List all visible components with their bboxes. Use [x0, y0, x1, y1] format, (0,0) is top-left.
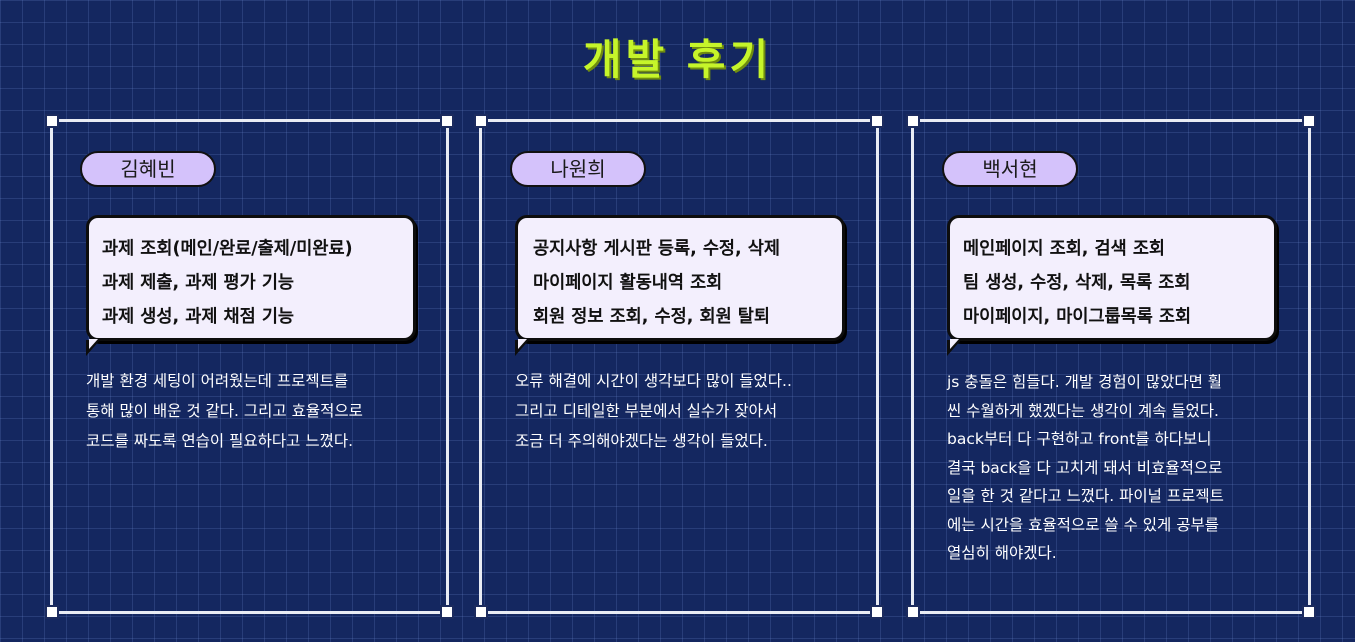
task-speech-bubble: 공지사항 게시판 등록, 수정, 삭제 마이페이지 활동내역 조회 회원 정보 … — [515, 215, 845, 356]
corner-handle — [474, 114, 488, 128]
review-line: 씬 수월하게 했겠다는 생각이 계속 들었다. — [947, 401, 1219, 420]
review-line: 결국 back을 다 고치게 돼서 비효율적으로 — [947, 458, 1223, 477]
corner-handle — [906, 605, 920, 619]
review-line: 일을 한 것 같다고 느꼈다. 파이널 프로젝트 — [947, 487, 1224, 505]
corner-handle — [906, 114, 920, 128]
task-line: 팀 생성, 수정, 삭제, 목록 조회 — [963, 273, 1191, 293]
corner-handle — [1302, 114, 1316, 128]
review-line: 그리고 디테일한 부분에서 실수가 잦아서 — [515, 402, 778, 420]
task-line: 과제 조회(메인/완료/출제/미완료) — [102, 239, 353, 259]
review-card-2: 나원희 공지사항 게시판 등록, 수정, 삭제 마이페이지 활동내역 조회 회원… — [474, 114, 884, 619]
review-text: 오류 해결에 시간이 생각보다 많이 들었다.. 그리고 디테일한 부분에서 실… — [515, 366, 866, 456]
corner-handle — [45, 114, 59, 128]
corner-handle — [440, 114, 454, 128]
task-line: 메인페이지 조회, 검색 조회 — [963, 239, 1166, 259]
review-card-3: 백서현 메인페이지 조회, 검색 조회 팀 생성, 수정, 삭제, 목록 조회 … — [906, 114, 1316, 619]
task-line: 공지사항 게시판 등록, 수정, 삭제 — [533, 239, 780, 259]
review-line: back부터 다 구현하고 front를 하다보니 — [947, 430, 1212, 448]
review-line: 오류 해결에 시간이 생각보다 많이 들었다.. — [515, 372, 792, 390]
task-speech-bubble: 과제 조회(메인/완료/출제/미완료) 과제 제출, 과제 평가 기능 과제 생… — [86, 215, 416, 356]
review-line: 조금 더 주의해야겠다는 생각이 들었다. — [515, 432, 768, 450]
corner-handle — [870, 605, 884, 619]
task-line: 과제 제출, 과제 평가 기능 — [102, 273, 295, 293]
review-line: 에는 시간을 효율적으로 쓸 수 있게 공부를 — [947, 515, 1219, 534]
review-text: js 충돌은 힘들다. 개발 경험이 많았다면 훨 씬 수월하게 했겠다는 생각… — [947, 368, 1298, 568]
task-line: 마이페이지, 마이그룹목록 조회 — [963, 307, 1192, 327]
task-speech-bubble: 메인페이지 조회, 검색 조회 팀 생성, 수정, 삭제, 목록 조회 마이페이… — [947, 215, 1277, 356]
review-line: 열심히 해야겠다. — [947, 544, 1057, 562]
member-name-badge: 김혜빈 — [80, 151, 216, 187]
corner-handle — [45, 605, 59, 619]
review-text: 개발 환경 세팅이 어려웠는데 프로젝트를 통해 많이 배운 것 같다. 그리고… — [86, 366, 436, 456]
review-line: js 충돌은 힘들다. 개발 경험이 많았다면 훨 — [947, 373, 1223, 391]
review-line: 코드를 짜도록 연습이 필요하다고 느꼈다. — [86, 432, 354, 450]
page-title: 개발 후기 — [582, 35, 773, 84]
task-line: 과제 생성, 과제 채점 기능 — [102, 307, 295, 327]
review-line: 통해 많이 배운 것 같다. 그리고 효율적으로 — [86, 402, 363, 420]
corner-handle — [870, 114, 884, 128]
review-card-1: 김혜빈 과제 조회(메인/완료/출제/미완료) 과제 제출, 과제 평가 기능 … — [45, 114, 454, 619]
member-name-badge: 백서현 — [942, 151, 1078, 187]
member-name-badge: 나원희 — [510, 151, 646, 187]
review-line: 개발 환경 세팅이 어려웠는데 프로젝트를 — [86, 372, 349, 390]
task-line: 마이페이지 활동내역 조회 — [533, 273, 723, 293]
corner-handle — [440, 605, 454, 619]
corner-handle — [1302, 605, 1316, 619]
task-line: 회원 정보 조회, 수정, 회원 탈퇴 — [533, 307, 770, 327]
corner-handle — [474, 605, 488, 619]
